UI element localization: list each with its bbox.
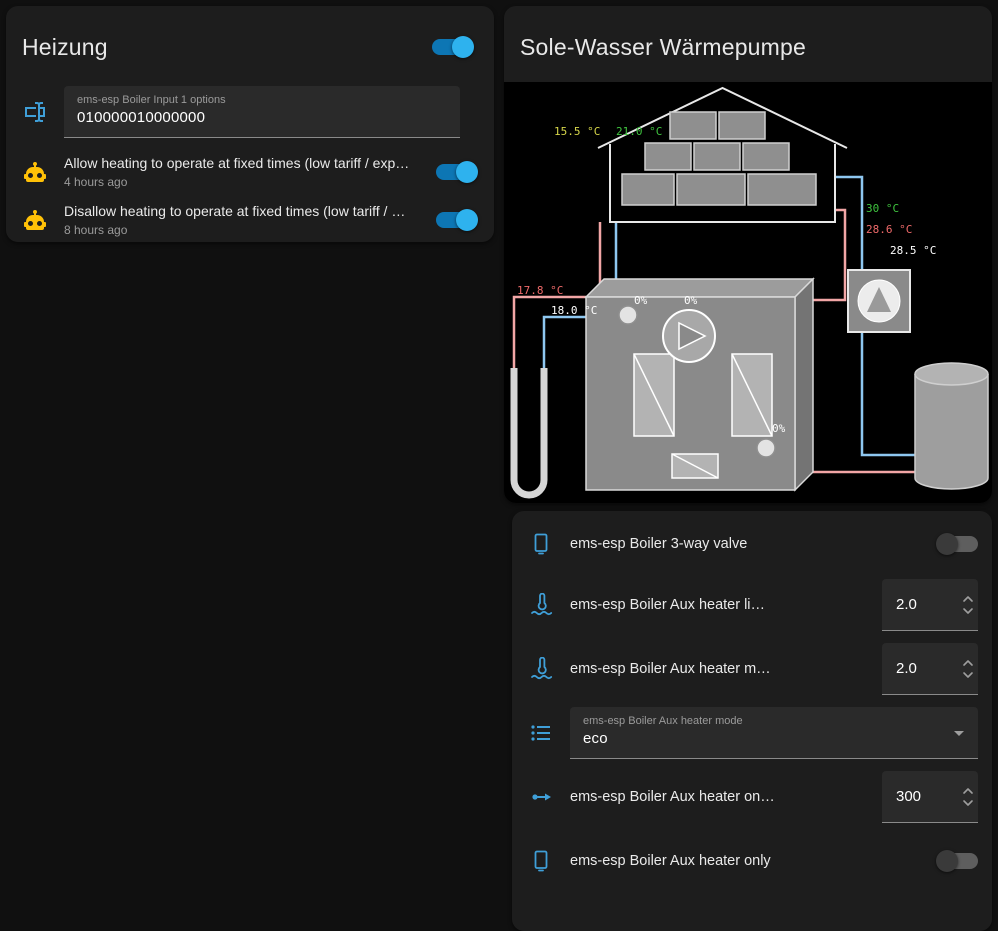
aux-heater-limit-number[interactable]: 2.0 (882, 579, 978, 631)
boiler-entities-card: ems-esp Boiler 3-way valve ems-esp Boile… (512, 511, 992, 931)
robot-icon (6, 208, 64, 232)
automation-title: Allow heating to operate at fixed times … (64, 155, 410, 171)
house-outline (597, 86, 848, 223)
ground-probe (510, 368, 548, 499)
return-temp-label[interactable]: 28.6 °C (866, 223, 912, 236)
number-value: 300 (896, 788, 922, 805)
automation-row-disallow[interactable]: Disallow heating to operate at fixed tim… (6, 196, 494, 244)
heizung-card-header: Heizung (6, 6, 494, 82)
entity-label: ems-esp Boiler Aux heater only (570, 853, 771, 869)
entity-row-aux-heater-limit[interactable]: ems-esp Boiler Aux heater li… 2.0 (512, 573, 992, 637)
stepper-chevrons-icon[interactable] (962, 592, 974, 618)
automation-disallow-toggle[interactable] (436, 209, 478, 231)
boiler-input1-field[interactable]: ems-esp Boiler Input 1 options 010000010… (64, 86, 460, 138)
select-value: eco (583, 730, 608, 747)
cold-pipes (542, 175, 917, 457)
brine-return-temp-label[interactable]: 17.8 °C (517, 284, 563, 297)
entity-row-aux-heater-on-delay[interactable]: ems-esp Boiler Aux heater on… 300 (512, 765, 992, 829)
outdoor-temp-label[interactable]: 15.5 °C (554, 125, 600, 138)
entity-row-3way-valve[interactable]: ems-esp Boiler 3-way valve (512, 515, 992, 573)
tablet-icon (512, 849, 570, 873)
heizung-card: Heizung ems-esp Boiler Input 1 options 0… (6, 6, 494, 242)
entity-label: ems-esp Boiler Aux heater on… (570, 789, 775, 805)
dropdown-caret-icon (954, 731, 964, 736)
indoor-temp-label[interactable]: 21.0 °C (616, 125, 662, 138)
tablet-icon (512, 532, 570, 556)
stepper-chevrons-icon[interactable] (962, 784, 974, 810)
field-label: ems-esp Boiler Input 1 options (77, 94, 226, 106)
entity-label: ems-esp Boiler 3-way valve (570, 536, 748, 552)
pump-card-header: Sole-Wasser Wärmepumpe (504, 6, 992, 82)
automation-title: Disallow heating to operate at fixed tim… (64, 203, 406, 219)
entity-row-aux-heater-mode[interactable]: ems-esp Boiler Aux heater mode eco (512, 701, 992, 765)
field-value: 010000010000000 (77, 109, 206, 126)
house-blocks (621, 111, 817, 206)
flow-temp-label[interactable]: 30 °C (866, 202, 899, 215)
storage-tank (914, 362, 989, 490)
heizung-master-toggle[interactable] (432, 36, 474, 58)
select-label: ems-esp Boiler Aux heater mode (583, 715, 743, 727)
aux-heater-on-delay-number[interactable]: 300 (882, 771, 978, 823)
aux-heater-max-number[interactable]: 2.0 (882, 643, 978, 695)
entity-label: ems-esp Boiler Aux heater m… (570, 661, 771, 677)
automation-last-triggered: 8 hours ago (64, 223, 128, 237)
form-textbox-icon (6, 100, 64, 124)
boiler-input1-row[interactable]: ems-esp Boiler Input 1 options 010000010… (6, 86, 478, 138)
stepper-chevrons-icon[interactable] (962, 656, 974, 682)
3way-valve-toggle[interactable] (936, 533, 978, 555)
heat-pump-schematic: 15.5 °C 21.0 °C 30 °C 28.6 °C 28.5 °C 17… (504, 82, 992, 503)
pump3-percent-label[interactable]: 0% (772, 422, 786, 435)
brine-pump-symbol (618, 305, 638, 325)
tank-temp-label[interactable]: 28.5 °C (890, 244, 936, 257)
entity-row-aux-heater-only[interactable]: ems-esp Boiler Aux heater only (512, 829, 992, 893)
aux-heater-only-toggle[interactable] (936, 850, 978, 872)
ray-start-arrow-icon (512, 785, 570, 809)
thermometer-water-icon (512, 593, 570, 617)
heat-pump-unit (584, 277, 815, 492)
circulation-pump (847, 269, 911, 333)
aux-heater-mode-select[interactable]: ems-esp Boiler Aux heater mode eco (570, 707, 978, 759)
automation-text: Allow heating to operate at fixed times … (64, 155, 436, 189)
heat-pump-card: Sole-Wasser Wärmepumpe (504, 6, 992, 503)
card-title-pump: Sole-Wasser Wärmepumpe (520, 33, 807, 60)
thermometer-water-icon (512, 657, 570, 681)
automation-last-triggered: 4 hours ago (64, 175, 128, 189)
automation-allow-toggle[interactable] (436, 161, 478, 183)
brine-flow-temp-label[interactable]: 18.0 °C (551, 304, 597, 317)
format-list-icon (512, 721, 570, 745)
charge-pump-symbol (756, 438, 776, 458)
automation-row-allow[interactable]: Allow heating to operate at fixed times … (6, 148, 494, 196)
robot-icon (6, 160, 64, 184)
card-title-heizung: Heizung (22, 33, 108, 60)
entity-row-aux-heater-max[interactable]: ems-esp Boiler Aux heater m… 2.0 (512, 637, 992, 701)
entity-label: ems-esp Boiler Aux heater li… (570, 597, 766, 613)
automation-text: Disallow heating to operate at fixed tim… (64, 203, 436, 237)
pump1-percent-label[interactable]: 0% (634, 294, 648, 307)
number-value: 2.0 (896, 660, 917, 677)
warm-pipes (512, 208, 917, 474)
number-value: 2.0 (896, 596, 917, 613)
pump2-percent-label[interactable]: 0% (684, 294, 698, 307)
